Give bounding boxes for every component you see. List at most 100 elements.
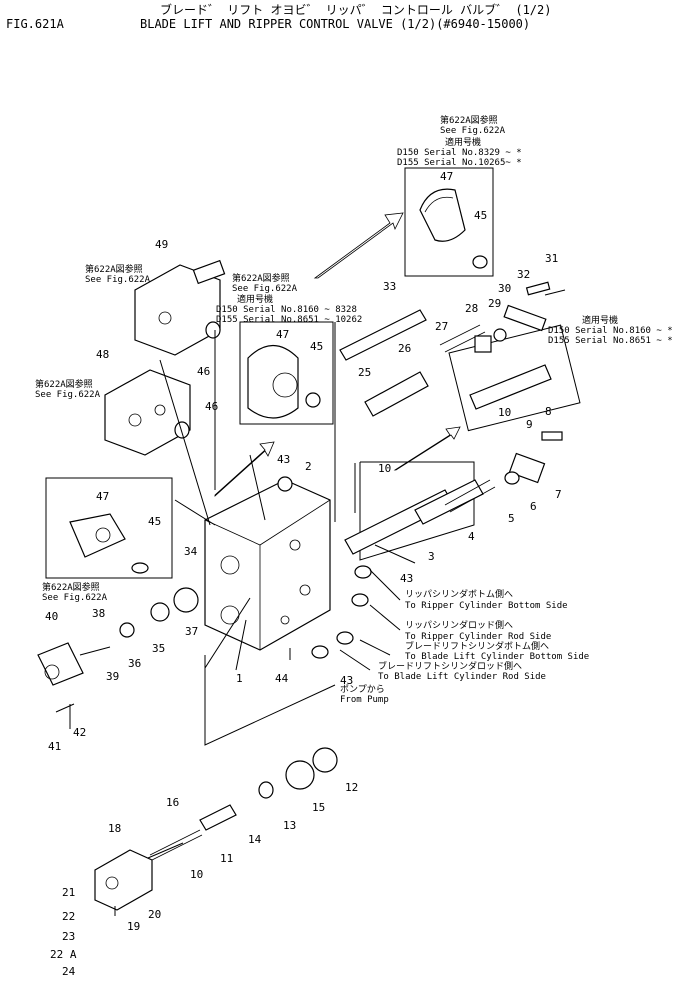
- part-number: 32: [517, 268, 530, 281]
- port-blade-rod-en: To Blade Lift Cylinder Rod Side: [378, 672, 546, 682]
- part-number: 45: [148, 515, 161, 528]
- part-numbers: 1 2 3 4 5 6 7 8 9 10 10 10 11 12 13 14 1…: [45, 170, 562, 978]
- part-number: 37: [185, 625, 198, 638]
- title-japanese: ブレード゛ リフト オヨビ゛ リッパ゛ コントロール バルブ゛ (1/2): [160, 3, 552, 17]
- part-number: 35: [152, 642, 165, 655]
- part-number: 20: [148, 908, 161, 921]
- part-number: 34: [184, 545, 198, 558]
- part-number: 13: [283, 819, 296, 832]
- part-number: 49: [155, 238, 168, 251]
- detail-box-center: [239, 321, 334, 425]
- note-see-fig-top: See Fig.622A: [440, 126, 506, 136]
- part-number: 27: [435, 320, 448, 333]
- port-from-pump-jp: ポンプから: [340, 684, 385, 695]
- part-number: 10: [378, 462, 391, 475]
- part-number: 26: [398, 342, 411, 355]
- part-number: 45: [310, 340, 323, 353]
- detail-box-top-right: [404, 167, 494, 277]
- part-number: 43: [340, 674, 353, 687]
- part-number: 12: [345, 781, 358, 794]
- o-rings: [174, 321, 520, 799]
- part-number: 48: [96, 348, 109, 361]
- part-number: 29: [488, 297, 501, 310]
- part-number: 4: [468, 530, 475, 543]
- part-number: 36: [128, 657, 141, 670]
- part-number: 11: [220, 852, 233, 865]
- part-number: 40: [45, 610, 58, 623]
- part-number: 14: [248, 833, 262, 846]
- part-number: 7: [555, 488, 562, 501]
- part-number: 45: [474, 209, 487, 222]
- part-number: 30: [498, 282, 511, 295]
- part-number: 19: [127, 920, 140, 933]
- note-applicable-jp-center: 適用号機: [237, 293, 273, 305]
- part-number: 9: [526, 418, 533, 431]
- note-see-fig-center: See Fig.622A: [232, 284, 298, 294]
- part-number: 22: [62, 910, 75, 923]
- part-number: 5: [508, 512, 515, 525]
- part-number: 21: [62, 886, 75, 899]
- note-d155-8651-10262: D155 Serial No.8651 ~ 10262: [216, 315, 362, 325]
- part-number: 46: [197, 365, 210, 378]
- end-cap-18: [94, 849, 153, 911]
- part-number: 47: [96, 490, 109, 503]
- note-ref-jp-48: 第622A図参照: [35, 378, 93, 390]
- title-english: BLADE LIFT AND RIPPER CONTROL VALVE (1/2…: [140, 17, 531, 31]
- part-number: 24: [62, 965, 76, 978]
- note-ref-jp-center: 第622A図参照: [232, 272, 290, 284]
- leader-lines: [159, 322, 416, 671]
- valve-body: [204, 479, 336, 746]
- assembly-arrows: [214, 212, 461, 497]
- note-d155-8651: D155 Serial No.8651 ~ *: [548, 336, 673, 346]
- part-number: 46: [205, 400, 218, 413]
- part-number: 15: [312, 801, 325, 814]
- port-ripper-bottom-en: To Ripper Cylinder Bottom Side: [405, 601, 568, 611]
- part-number: 23: [62, 930, 75, 943]
- part-number: 6: [530, 500, 537, 513]
- note-d150-8160: D150 Serial No.8160 ~ *: [548, 326, 673, 336]
- note-applicable-jp-right: 適用号機: [582, 314, 618, 326]
- note-see-fig-49: See Fig.622A: [85, 275, 151, 285]
- note-d150-8329: D150 Serial No.8329 ~ *: [397, 148, 522, 158]
- detail-box-left: [45, 477, 173, 579]
- port-blade-bottom-jp: ブレードリフトシリンダボトム側へ: [405, 640, 549, 652]
- note-d150-8160-8328: D150 Serial No.8160 ~ 8328: [216, 305, 357, 315]
- part-number: 1: [236, 672, 243, 685]
- part-number: 10: [190, 868, 203, 881]
- note-see-fig-left: See Fig.622A: [42, 593, 108, 603]
- part-number: 38: [92, 607, 105, 620]
- notes: 第622A図参照 See Fig.622A 適用号機 D150 Serial N…: [35, 114, 673, 603]
- part-number: 31: [545, 252, 558, 265]
- figure-number: FIG.621A: [6, 17, 64, 31]
- port-ripper-rod-en: To Ripper Cylinder Rod Side: [405, 632, 551, 642]
- part-number: 25: [358, 366, 371, 379]
- cover-48: [104, 369, 191, 456]
- part-number: 18: [108, 822, 121, 835]
- note-ref-jp-49: 第622A図参照: [85, 263, 143, 275]
- detail-box-mid-spool: [344, 461, 475, 561]
- part-number: 39: [106, 670, 119, 683]
- part-number: 47: [440, 170, 453, 183]
- part-number: 22 A: [50, 948, 77, 961]
- port-blade-bottom-en: To Blade Lift Cylinder Bottom Side: [405, 652, 589, 662]
- part-number: 33: [383, 280, 396, 293]
- part-number: 10: [498, 406, 511, 419]
- part-number: 43: [277, 453, 290, 466]
- port-labels: リッパシリンダボトム側へ To Ripper Cylinder Bottom S…: [340, 588, 589, 705]
- note-ref-jp-left: 第622A図参照: [42, 581, 100, 593]
- part-number: 47: [276, 328, 289, 341]
- part-number: 2: [305, 460, 312, 473]
- part-number: 3: [428, 550, 435, 563]
- part-number: 44: [275, 672, 289, 685]
- part-number: 41: [48, 740, 61, 753]
- bolts: [55, 289, 566, 916]
- part-number: 8: [545, 405, 552, 418]
- part-number: 16: [166, 796, 179, 809]
- port-from-pump-en: From Pump: [340, 695, 389, 705]
- part-number: 43: [400, 572, 413, 585]
- note-d155-10265: D155 Serial No.10265~ *: [397, 158, 522, 168]
- part-number: 42: [73, 726, 86, 739]
- springs-and-spools: [119, 281, 563, 861]
- note-ref-jp-top: 第622A図参照: [440, 114, 498, 126]
